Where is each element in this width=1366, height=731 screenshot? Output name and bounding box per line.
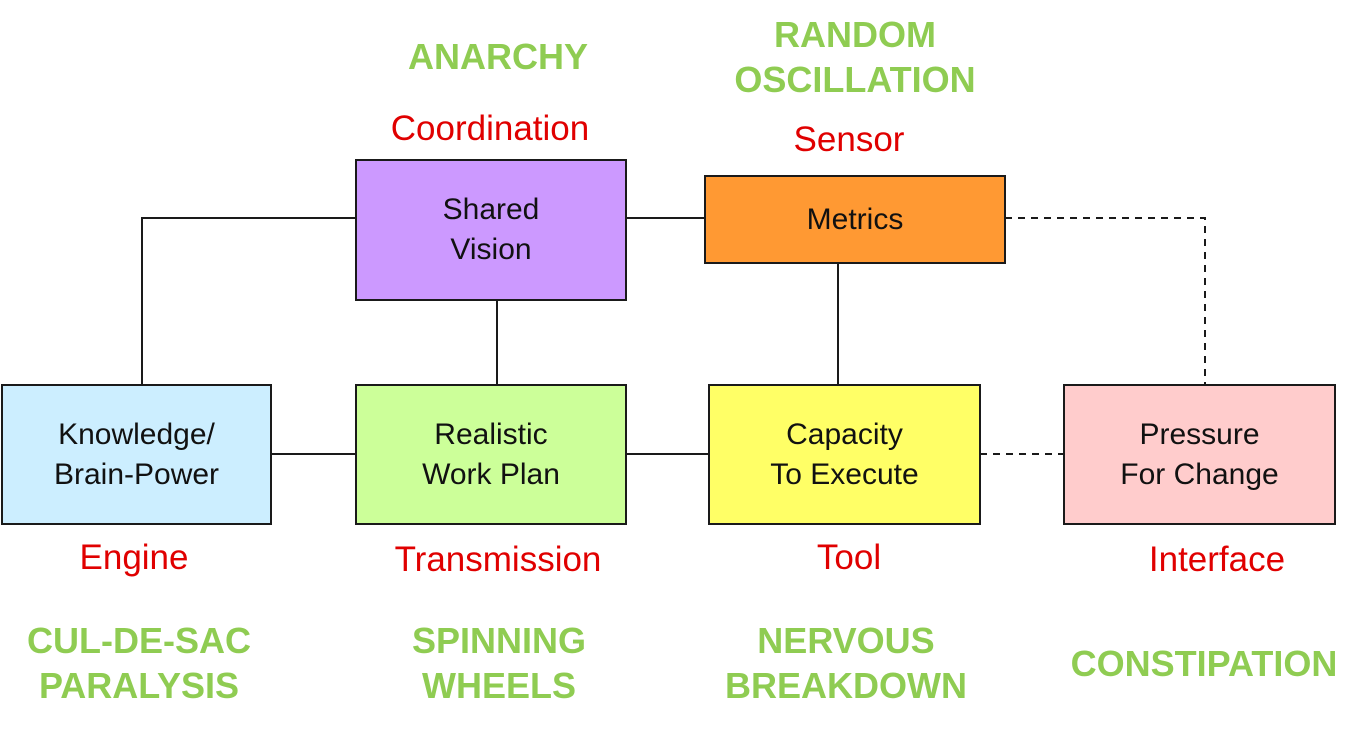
- failure-spinning-wheels: SPINNING WHEELS: [411, 620, 587, 706]
- role-interface: Interface: [1148, 540, 1286, 579]
- realistic-work-plan-box: Realistic Work Plan: [355, 384, 627, 525]
- pressure-for-change-box: Pressure For Change: [1063, 384, 1336, 525]
- role-tool: Tool: [816, 538, 882, 577]
- knowledge-brain-power-box: Knowledge/ Brain-Power: [1, 384, 272, 525]
- failure-nervous-breakdown: NERVOUS BREAKDOWN: [725, 620, 967, 706]
- failure-anarchy: ANARCHY: [408, 36, 588, 77]
- role-engine: Engine: [79, 538, 189, 577]
- role-transmission: Transmission: [394, 540, 602, 579]
- line-knowledge-to-shared-vision: [141, 217, 356, 385]
- role-sensor: Sensor: [793, 120, 905, 159]
- dashed-line-metrics-to-pressure: [1005, 217, 1206, 385]
- shared-vision-box: Shared Vision: [355, 159, 627, 301]
- failure-cul-de-sac-paralysis: CUL-DE-SAC PARALYSIS: [27, 620, 251, 706]
- metrics-box: Metrics: [704, 175, 1006, 264]
- failure-random-oscillation: RANDOM OSCILLATION: [734, 14, 976, 100]
- failure-constipation: CONSTIPATION: [1070, 643, 1338, 684]
- role-coordination: Coordination: [390, 109, 590, 148]
- capacity-to-execute-box: Capacity To Execute: [708, 384, 981, 525]
